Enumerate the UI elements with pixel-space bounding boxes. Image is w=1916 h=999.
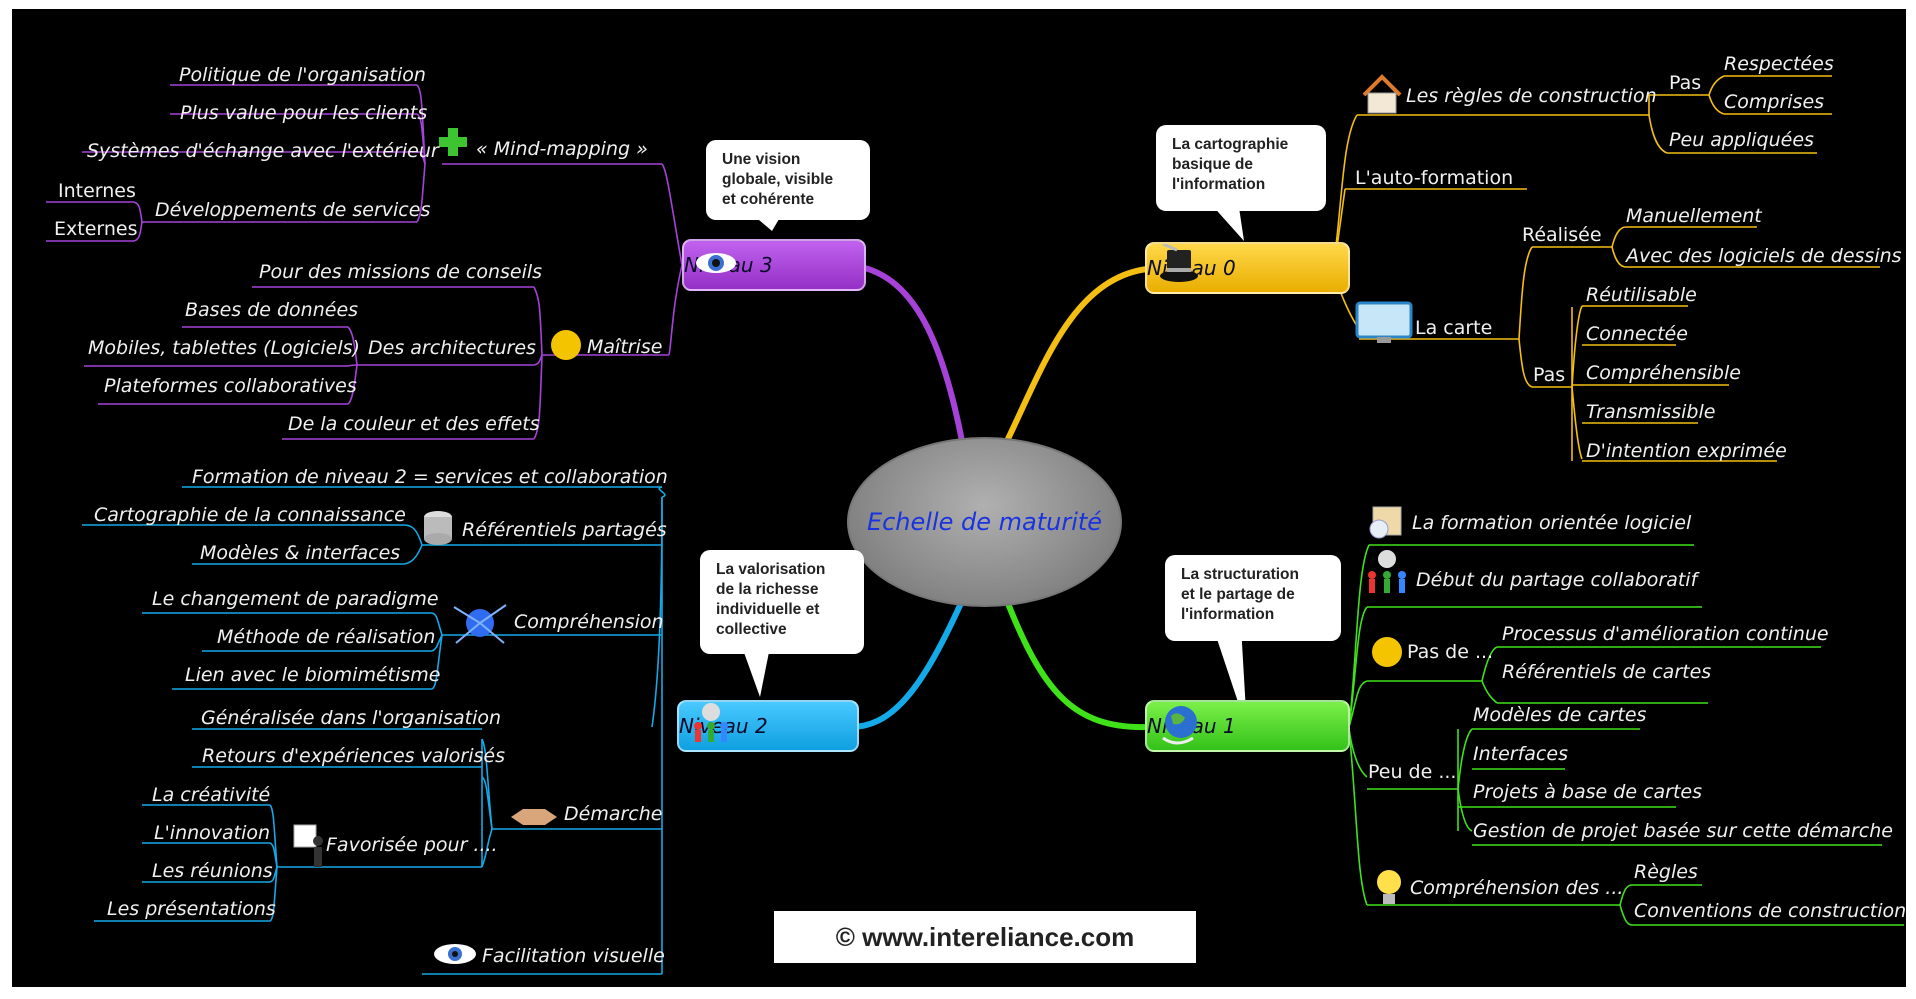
- label-comprehensible[interactable]: Compréhensible: [1586, 362, 1741, 384]
- mind-map-canvas: Echelle de maturité Niveau 0 Niveau 1 Ni…: [12, 9, 1906, 987]
- label-modeles-cartes[interactable]: Modèles de cartes: [1473, 704, 1647, 726]
- label-reunions[interactable]: Les réunions: [152, 860, 273, 882]
- people-network-icon: [694, 703, 728, 742]
- label-mind-mapping[interactable]: « Mind-mapping »: [476, 138, 648, 160]
- label-conventions[interactable]: Conventions de construction: [1634, 900, 1906, 922]
- label-plateformes[interactable]: Plateformes collaboratives: [104, 375, 357, 397]
- node-niveau-1[interactable]: Niveau 1: [1145, 700, 1350, 752]
- callout-niveau-1: La structuration et le partage de l'info…: [1165, 555, 1341, 641]
- label-politique[interactable]: Politique de l'organisation: [179, 64, 426, 86]
- label-mobiles-tablettes[interactable]: Mobiles, tablettes (Logiciels): [88, 337, 360, 359]
- label-pas[interactable]: Pas: [1669, 72, 1702, 94]
- node-niveau-3[interactable]: Niveau 3: [682, 239, 866, 291]
- label-intention-exprimee[interactable]: D'intention exprimée: [1586, 440, 1787, 462]
- label-generalisee[interactable]: Généralisée dans l'organisation: [201, 707, 502, 729]
- label-presentations[interactable]: Les présentations: [107, 898, 276, 920]
- eye-icon: [434, 944, 476, 964]
- label-la-carte[interactable]: La carte: [1415, 317, 1493, 339]
- database-icon: [424, 511, 452, 545]
- label-realisee[interactable]: Réalisée: [1522, 224, 1602, 246]
- label-externes[interactable]: Externes: [54, 218, 138, 240]
- label-facilitation-visuelle[interactable]: Facilitation visuelle: [482, 945, 665, 967]
- central-topic-label: Echelle de maturité: [866, 508, 1103, 536]
- label-partage-collaboratif[interactable]: Début du partage collaboratif: [1416, 569, 1698, 591]
- label-plus-value[interactable]: Plus value pour les clients: [180, 102, 428, 124]
- label-transmissible[interactable]: Transmissible: [1586, 401, 1716, 423]
- label-manuellement[interactable]: Manuellement: [1626, 205, 1762, 227]
- magician-hat-icon: [1160, 244, 1198, 282]
- label-auto-formation[interactable]: L'auto-formation: [1355, 167, 1514, 189]
- label-connectee[interactable]: Connectée: [1586, 323, 1688, 345]
- label-processus-amelioration[interactable]: Processus d'amélioration continue: [1502, 623, 1829, 645]
- label-projets-cartes[interactable]: Projets à base de cartes: [1473, 781, 1702, 803]
- label-cartographie-connaissance[interactable]: Cartographie de la connaissance: [94, 504, 406, 526]
- label-changement-paradigme[interactable]: Le changement de paradigme: [152, 588, 439, 610]
- label-developpements-services[interactable]: Développements de services: [155, 199, 431, 221]
- label-comprises[interactable]: Comprises: [1724, 91, 1825, 113]
- label-gestion-projet[interactable]: Gestion de projet basée sur cette démarc…: [1473, 820, 1893, 842]
- label-respectees[interactable]: Respectées: [1724, 53, 1834, 75]
- label-internes[interactable]: Internes: [58, 180, 136, 202]
- label-referentiels-partages[interactable]: Référentiels partagés: [462, 519, 667, 541]
- sad-face-icon: [1372, 637, 1402, 667]
- label-modeles-interfaces[interactable]: Modèles & interfaces: [200, 542, 401, 564]
- label-logiciels-dessins[interactable]: Avec des logiciels de dessins: [1626, 245, 1902, 267]
- branch-level3: [846, 262, 965, 442]
- callout-niveau-3: Une vision globale, visible et cohérente: [706, 140, 870, 220]
- eye-icon: [696, 253, 736, 273]
- branch-lines: [46, 75, 1904, 975]
- label-peu-de[interactable]: Peu de ...: [1368, 761, 1457, 783]
- monitor-icon: [1355, 301, 1413, 343]
- label-regles-construction[interactable]: Les règles de construction: [1406, 85, 1657, 107]
- central-topic[interactable]: Echelle de maturité: [847, 437, 1122, 607]
- label-comprehension-des[interactable]: Compréhension des ...: [1410, 877, 1624, 899]
- label-missions-conseils[interactable]: Pour des missions de conseils: [259, 261, 543, 283]
- label-pas-de[interactable]: Pas de ...: [1407, 641, 1494, 663]
- label-biomimetisme[interactable]: Lien avec le biomimétisme: [185, 664, 441, 686]
- label-regles[interactable]: Règles: [1634, 861, 1698, 883]
- label-retours-experiences[interactable]: Retours d'expériences valorisés: [202, 745, 505, 767]
- presenter-icon: [293, 824, 323, 867]
- handshake-icon: [511, 809, 557, 825]
- label-maitrise[interactable]: Maîtrise: [587, 336, 663, 358]
- branch-level0: [1004, 266, 1148, 443]
- label-referentiels-cartes[interactable]: Référentiels de cartes: [1502, 661, 1712, 683]
- label-peu-appliquees[interactable]: Peu appliquées: [1669, 129, 1814, 151]
- neuron-icon: [453, 604, 507, 644]
- label-architectures[interactable]: Des architectures: [368, 337, 536, 359]
- branch-level2: [846, 599, 965, 731]
- label-methode-realisation[interactable]: Méthode de réalisation: [217, 626, 436, 648]
- label-comprehension[interactable]: Compréhension: [514, 611, 664, 633]
- label-formation-logiciel[interactable]: La formation orientée logiciel: [1412, 512, 1692, 534]
- copyright-box: © www.intereliance.com: [774, 911, 1196, 963]
- node-niveau-2[interactable]: Niveau 2: [677, 700, 859, 752]
- light-bulb-icon: [1377, 870, 1401, 904]
- label-demarche[interactable]: Démarche: [564, 803, 663, 825]
- branch-level1: [1004, 599, 1148, 731]
- smiley-icon: [551, 330, 581, 360]
- label-formation-niveau-2[interactable]: Formation de niveau 2 = services et coll…: [192, 466, 668, 488]
- house-plan-icon: [1362, 74, 1402, 114]
- label-favorisee-pour[interactable]: Favorisée pour ....: [326, 834, 498, 856]
- people-network-icon: [1368, 550, 1406, 593]
- label-bases-donnees[interactable]: Bases de données: [185, 299, 359, 321]
- label-innovation[interactable]: L'innovation: [154, 822, 271, 844]
- label-couleur-effets[interactable]: De la couleur et des effets: [288, 413, 540, 435]
- software-box-icon: [1369, 506, 1402, 539]
- label-reutilisable[interactable]: Réutilisable: [1586, 284, 1697, 306]
- label-systemes-echange[interactable]: Systèmes d'échange avec l'extérieur: [87, 140, 439, 162]
- globe-icon: [1162, 706, 1197, 745]
- label-interfaces[interactable]: Interfaces: [1473, 743, 1568, 765]
- plus-icon: [439, 128, 467, 156]
- label-creativite[interactable]: La créativité: [152, 784, 271, 806]
- label-pas-carte[interactable]: Pas: [1533, 364, 1566, 386]
- callout-niveau-2: La valorisation de la richesse individue…: [700, 550, 864, 654]
- callout-niveau-0: La cartographie basique de l'information: [1156, 125, 1326, 211]
- node-niveau-0[interactable]: Niveau 0: [1145, 242, 1350, 294]
